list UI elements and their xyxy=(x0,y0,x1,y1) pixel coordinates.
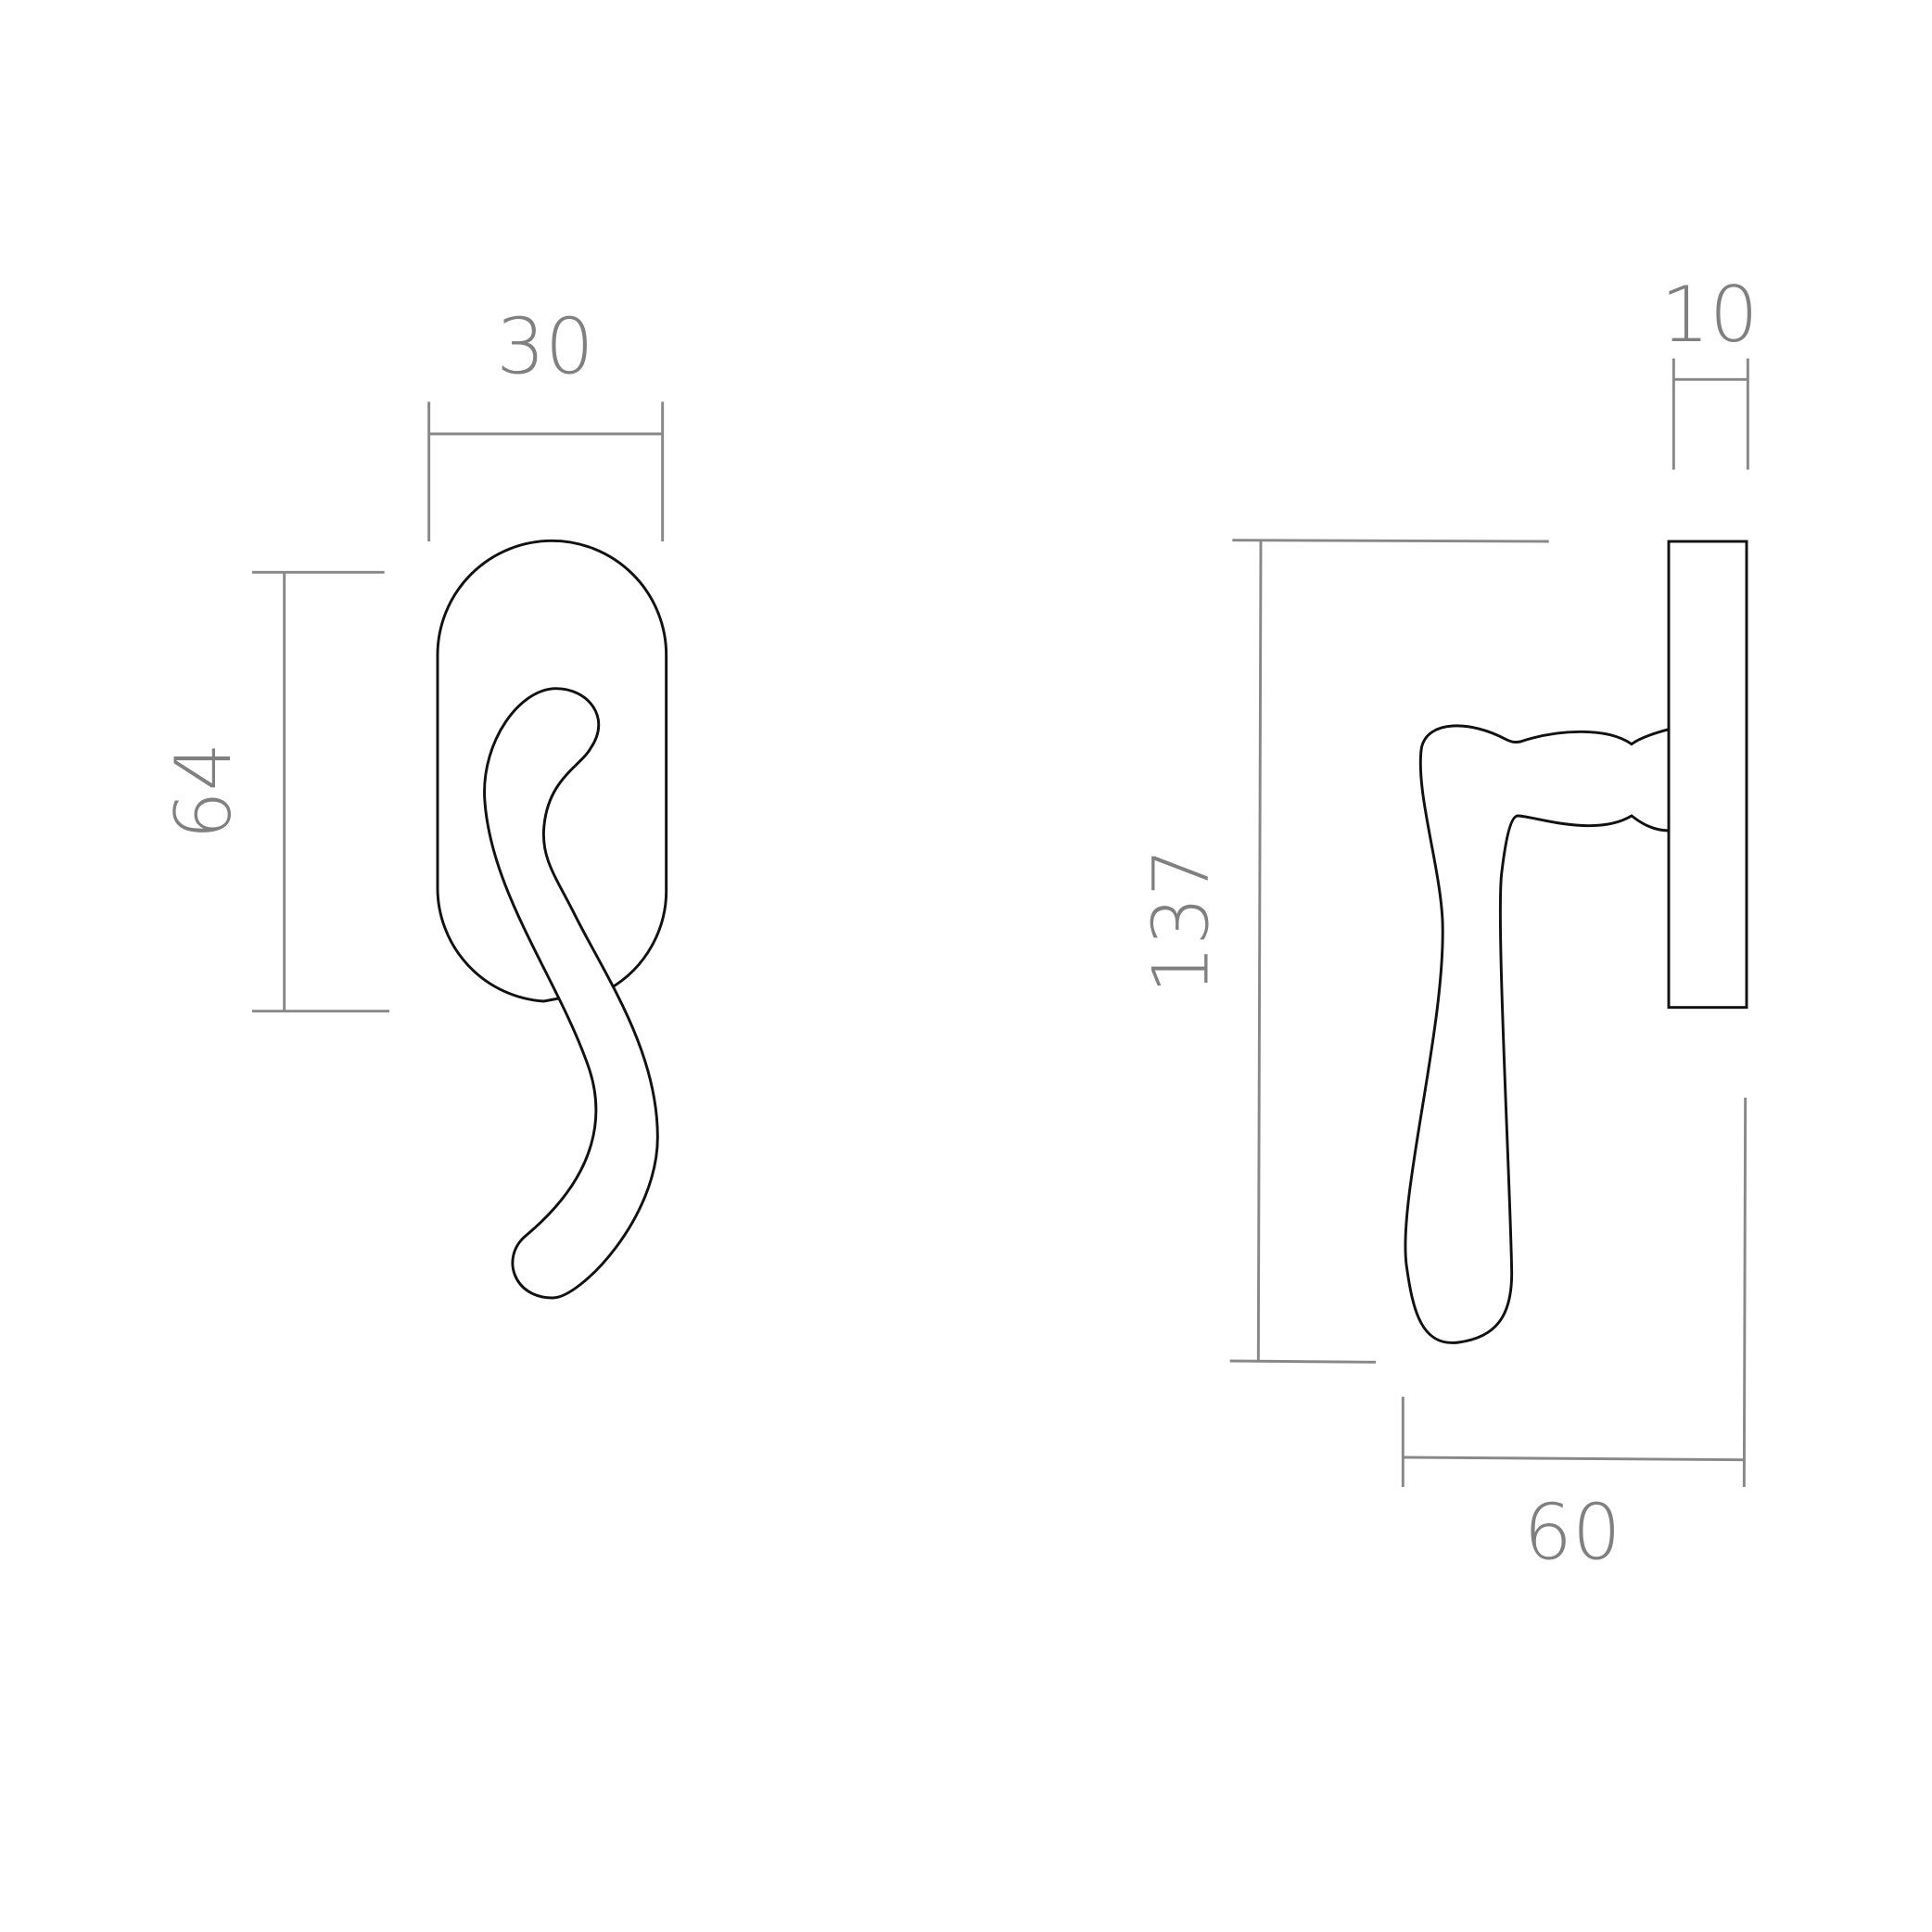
plate-depth-label: 10 xyxy=(1660,271,1758,360)
height-label: 64 xyxy=(159,743,248,840)
plate-depth-dimension: 10 xyxy=(1660,271,1759,470)
side-view: 137 10 60 xyxy=(1138,271,1759,1577)
width-dimension: 30 xyxy=(427,303,665,541)
height-dimension: 64 xyxy=(159,570,389,1013)
base-plate xyxy=(1667,540,1748,1010)
handle-lever-front xyxy=(483,687,659,1300)
overall-height-label: 137 xyxy=(1138,847,1227,994)
handle-lever-side xyxy=(1404,724,1671,1344)
width-label: 30 xyxy=(496,303,593,392)
projection-label: 60 xyxy=(1523,1488,1621,1577)
front-view: 30 64 xyxy=(159,303,668,1300)
overall-height-dimension: 137 xyxy=(1138,539,1549,1364)
projection-dimension: 60 xyxy=(1401,1097,1748,1577)
